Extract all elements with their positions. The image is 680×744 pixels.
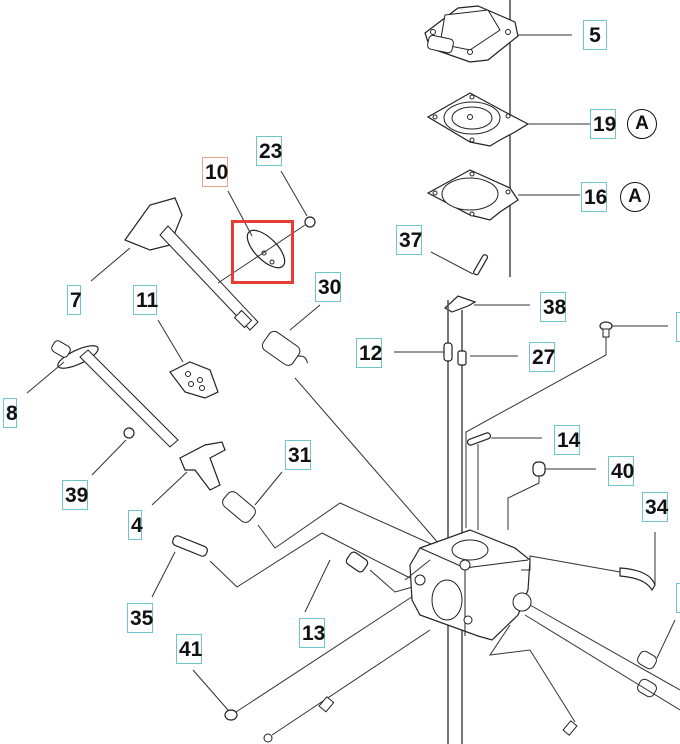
- label-part-partial-right-1[interactable]: [676, 312, 680, 342]
- label-part-19[interactable]: 19: [590, 109, 616, 139]
- part-16-gasket[interactable]: [426, 169, 519, 221]
- part-38-arm[interactable]: [443, 295, 477, 313]
- label-part-31[interactable]: 31: [285, 440, 311, 470]
- label-part-35[interactable]: 35: [127, 603, 153, 633]
- label-part-37[interactable]: 37: [396, 225, 422, 255]
- selected-part-highlight: [231, 220, 294, 284]
- label-part-30[interactable]: 30: [315, 272, 341, 302]
- part-41-ball[interactable]: [224, 709, 238, 721]
- label-part-16[interactable]: 16: [581, 182, 607, 212]
- label-part-27[interactable]: 27: [529, 342, 555, 372]
- label-part-34[interactable]: 34: [642, 492, 668, 522]
- label-part-5[interactable]: 5: [583, 20, 607, 50]
- part-37-pin[interactable]: [473, 254, 489, 276]
- carburetor-body[interactable]: [409, 529, 532, 641]
- label-part-40[interactable]: 40: [608, 456, 634, 486]
- part-23-screw[interactable]: [304, 216, 316, 228]
- part-35-pin[interactable]: [171, 535, 208, 558]
- label-part-12[interactable]: 12: [356, 338, 382, 368]
- part-31-spring[interactable]: [220, 489, 258, 525]
- label-part-39[interactable]: 39: [62, 480, 88, 510]
- part-19-diaphragm[interactable]: [426, 92, 530, 147]
- part-7-throttle-shaft[interactable]: [124, 197, 259, 331]
- label-part-8[interactable]: 8: [3, 398, 18, 428]
- label-part-14[interactable]: 14: [554, 425, 580, 455]
- part-spring-right-1[interactable]: [636, 649, 659, 670]
- part-30-spring[interactable]: [260, 329, 309, 368]
- label-part-4[interactable]: 4: [128, 510, 143, 540]
- label-part-partial-right-2[interactable]: [676, 583, 680, 613]
- label-part-38[interactable]: 38: [540, 292, 566, 322]
- part-spring-right-2[interactable]: [636, 677, 659, 698]
- label-part-7[interactable]: 7: [67, 285, 82, 315]
- part-4-lever[interactable]: [179, 441, 226, 491]
- part-5-cover[interactable]: [424, 5, 519, 63]
- label-part-10[interactable]: 10: [202, 157, 228, 187]
- part-12-needle[interactable]: [443, 342, 453, 362]
- label-part-23[interactable]: 23: [256, 136, 282, 166]
- part-39-screw[interactable]: [123, 427, 135, 439]
- part-14-pin[interactable]: [466, 432, 492, 446]
- part-40-cap[interactable]: [532, 461, 546, 477]
- part-11-choke-plate[interactable]: [169, 361, 219, 399]
- label-part-13[interactable]: 13: [299, 618, 325, 648]
- marker-a-19: A: [627, 109, 657, 139]
- part-34-fuel-hose[interactable]: [619, 567, 656, 592]
- label-part-41[interactable]: 41: [176, 634, 202, 664]
- part-13-plug[interactable]: [345, 551, 369, 574]
- part-27-spring[interactable]: [457, 350, 467, 366]
- part-8-choke-shaft[interactable]: [50, 339, 179, 448]
- marker-a-16: A: [620, 182, 650, 212]
- label-part-11[interactable]: 11: [133, 285, 158, 315]
- part-screw-right[interactable]: [599, 321, 613, 338]
